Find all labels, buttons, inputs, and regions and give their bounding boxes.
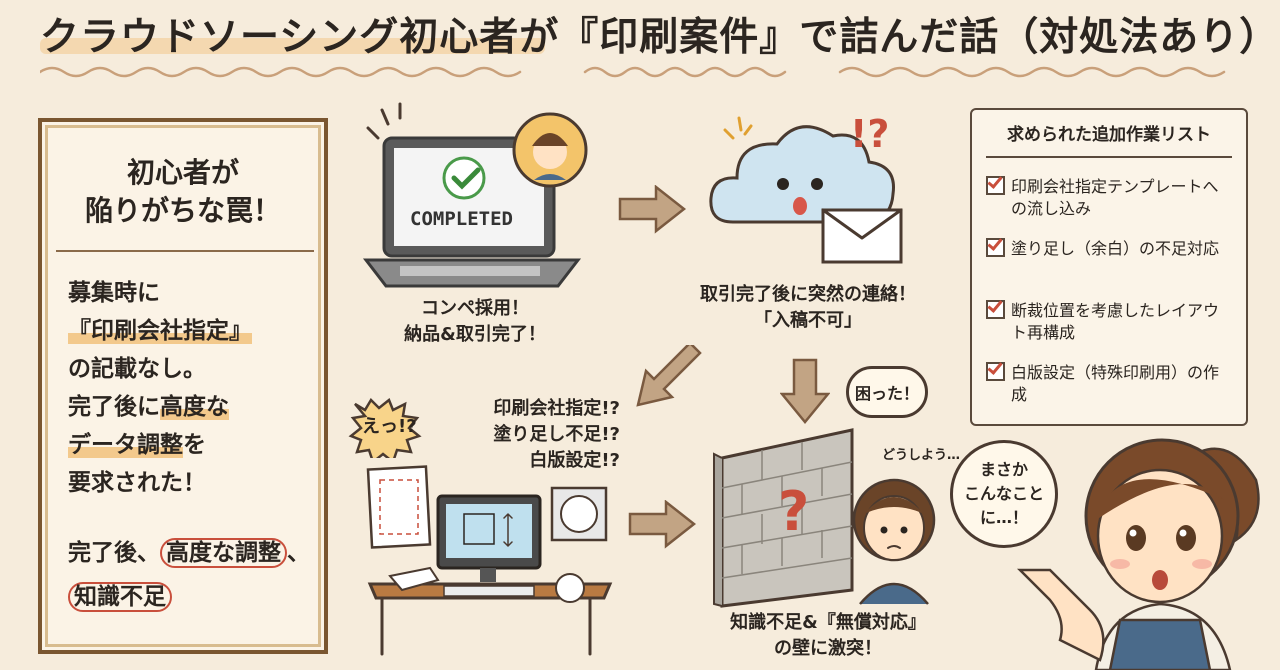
panel-line: 『印刷会社指定』 xyxy=(68,318,252,344)
down-arrow-icon xyxy=(780,358,830,424)
additional-task-checklist: 求められた追加作業リスト 印刷会社指定テンプレートへの流し込み 塗り足し（余白）… xyxy=(970,108,1248,426)
checklist-item: 断裁位置を考慮したレイアウト再構成 xyxy=(986,300,1242,344)
troubled-bubble: 困った！ xyxy=(846,366,928,418)
panel-summary: 完了後、高度な調整、 xyxy=(68,538,310,568)
brick-wall-illustration: ? xyxy=(713,428,936,608)
panel-line: の記載なし。 xyxy=(68,356,206,382)
panel-summary: 知識不足 xyxy=(68,578,172,616)
title-wavy-underline xyxy=(40,66,1226,78)
laptop-illustration xyxy=(362,102,588,288)
circled-term: 知識不足 xyxy=(68,582,172,612)
speech-bubble-shape xyxy=(348,398,422,458)
scene2-caption: 取引完了後に突然の連絡！ 「入稿不可」 xyxy=(700,284,916,331)
checklist-title: 求められた追加作業リスト xyxy=(1007,125,1211,145)
checklist-item: 白版設定（特殊印刷用）の作成 xyxy=(986,362,1242,406)
checklist-divider xyxy=(986,156,1232,158)
panel-line: 完了後に高度な xyxy=(68,394,229,420)
screen-status-text: COMPLETED xyxy=(410,208,513,230)
checklist-item: 印刷会社指定テンプレートへの流し込み xyxy=(986,176,1242,220)
checklist-item: 塗り足し（余白）の不足対応 xyxy=(986,238,1242,261)
page-title: クラウドソーシング初心者が『印刷案件』で詰んだ話（対処法あり） xyxy=(40,15,1280,60)
checkbox-checked-icon xyxy=(986,362,1005,381)
scene3-questions: 印刷会社指定!? 塗り足し不足!? 白版設定!? xyxy=(493,398,620,471)
svg-text:?: ? xyxy=(778,480,809,543)
narrator-girl-illustration xyxy=(1016,438,1260,670)
panel-heading: 初心者が 陥りがちな罠！ xyxy=(84,156,281,227)
scene1-caption: コンペ採用！ 納品&取引完了！ xyxy=(404,298,546,345)
checkbox-checked-icon xyxy=(986,238,1005,257)
panel-line: 要求された！ xyxy=(68,470,206,496)
panel-line: データ調整を xyxy=(68,432,206,458)
narrator-speech-bubble: まさか こんなこと に…！ xyxy=(950,440,1058,548)
surprised-cloud-illustration xyxy=(709,116,903,264)
circled-term: 高度な調整 xyxy=(160,538,287,568)
scene4-caption: 知識不足&『無償対応』 の壁に激突！ xyxy=(730,612,926,659)
trap-summary-panel: 初心者が 陥りがちな罠！ 募集時に 『印刷会社指定』 の記載なし。 完了後に高度… xyxy=(38,118,328,654)
desk-workstation-illustration xyxy=(366,465,613,656)
title-underline-highlight xyxy=(40,38,545,54)
panel-line: 募集時に xyxy=(68,280,160,306)
down-left-arrow-icon xyxy=(636,345,702,407)
checkbox-checked-icon xyxy=(986,176,1005,195)
exclaim-mark: !? xyxy=(850,112,890,156)
right-arrow-icon xyxy=(618,185,687,234)
right-arrow-icon xyxy=(628,500,697,549)
surprise-bubble-text: えっ!? xyxy=(362,416,417,437)
spark-lines xyxy=(366,102,402,140)
panel-divider xyxy=(56,250,314,252)
murmur-text: どうしよう… xyxy=(882,448,961,463)
checkbox-checked-icon xyxy=(986,300,1005,319)
